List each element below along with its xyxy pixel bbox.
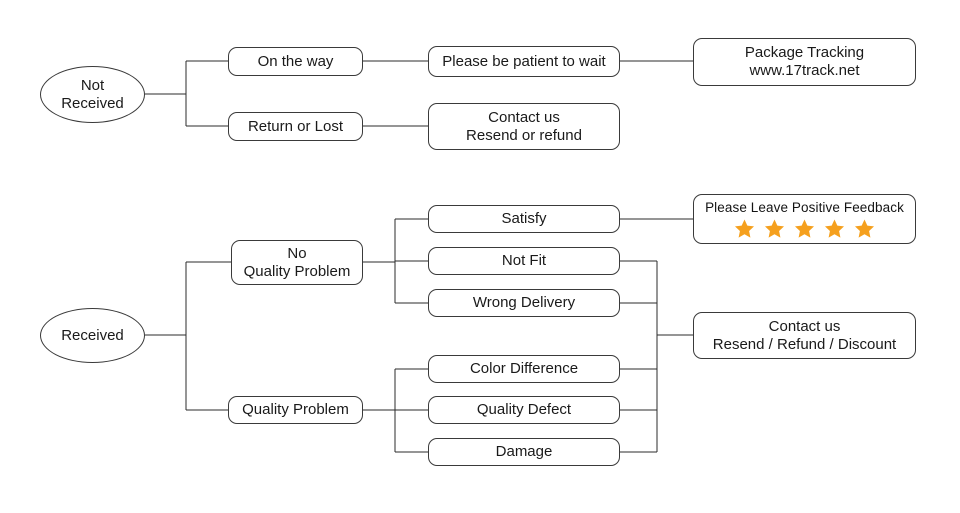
node-color-difference[interactable]: Color Difference (428, 355, 620, 383)
node-package-tracking[interactable]: Package Tracking www.17track.net (693, 38, 916, 86)
node-quality-defect[interactable]: Quality Defect (428, 396, 620, 424)
star-icon (794, 219, 815, 238)
node-not-fit[interactable]: Not Fit (428, 247, 620, 275)
node-quality-problem[interactable]: Quality Problem (228, 396, 363, 424)
star-icon (764, 219, 785, 238)
node-please-leave-positive-feedback[interactable]: Please Leave Positive Feedback (693, 194, 916, 244)
node-damage[interactable]: Damage (428, 438, 620, 466)
node-satisfy[interactable]: Satisfy (428, 205, 620, 233)
star-rating[interactable] (733, 218, 876, 240)
node-please-be-patient-to-wait[interactable]: Please be patient to wait (428, 46, 620, 77)
node-not-received[interactable]: Not Received (40, 66, 145, 123)
node-on-the-way[interactable]: On the way (228, 47, 363, 76)
star-icon (734, 219, 755, 238)
node-received[interactable]: Received (40, 308, 145, 363)
star-icon (824, 219, 845, 238)
star-icon (854, 219, 875, 238)
node-contact-us-resend-or-refund[interactable]: Contact us Resend or refund (428, 103, 620, 150)
node-no-quality-problem[interactable]: No Quality Problem (231, 240, 363, 285)
node-contact-us-resend-refund-discount[interactable]: Contact us Resend / Refund / Discount (693, 312, 916, 359)
feedback-title: Please Leave Positive Feedback (705, 200, 904, 216)
node-wrong-delivery[interactable]: Wrong Delivery (428, 289, 620, 317)
node-return-or-lost[interactable]: Return or Lost (228, 112, 363, 141)
